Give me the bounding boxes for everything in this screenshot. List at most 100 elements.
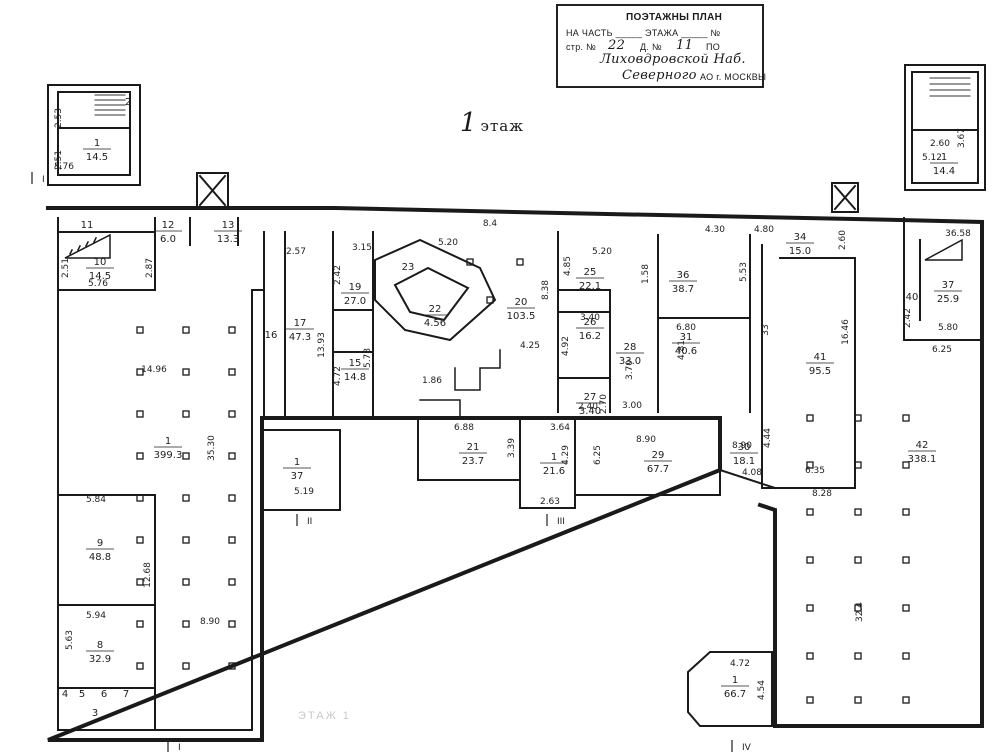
structural-column <box>466 258 474 266</box>
elevator-east <box>831 182 859 213</box>
room-label: 5 <box>79 689 85 700</box>
room-number: 9 <box>97 538 103 549</box>
dimension-label: 4.80 <box>754 225 774 235</box>
room-area: 103.5 <box>507 311 536 322</box>
structural-column <box>854 508 862 516</box>
dimension-label: 6.88 <box>454 423 474 433</box>
room-number: 1 <box>94 138 100 149</box>
room-label: 2 <box>125 97 131 108</box>
room-number: 5 <box>79 689 85 700</box>
dimension-label: 5.12 <box>922 153 942 163</box>
room-label: 273.40 <box>576 392 604 417</box>
dimension-label: 4.29 <box>561 445 571 465</box>
room-area: 4.56 <box>424 318 446 329</box>
dimension-label: 4.92 <box>561 336 571 356</box>
structural-column <box>182 410 190 418</box>
room-area: 14.5 <box>86 152 108 163</box>
structural-column <box>182 662 190 670</box>
stamp-house-label: Д. № <box>640 42 662 52</box>
dimension-label: 2.60 <box>930 139 950 149</box>
structural-column <box>854 652 862 660</box>
section-mark-label: I <box>42 175 45 185</box>
dimension-label: 35.30 <box>207 435 217 461</box>
room-area: 66.7 <box>724 689 746 700</box>
dimension-label: 5.20 <box>438 238 458 248</box>
dimension-label: 6.80 <box>676 323 696 333</box>
room-area: 33.0 <box>619 356 641 367</box>
room-label: 948.8 <box>86 538 114 563</box>
room-area: 14.8 <box>344 372 366 383</box>
room-area: 37 <box>291 471 304 482</box>
structural-column <box>854 556 862 564</box>
structural-column <box>854 414 862 422</box>
stamp-building-no: 22 <box>608 38 626 53</box>
partitions-south <box>57 417 856 731</box>
structural-column <box>806 556 814 564</box>
room-number: 29 <box>652 450 665 461</box>
room-area: 22.1 <box>579 281 601 292</box>
dimension-label: 4.30 <box>705 225 725 235</box>
dimension-label: 8.90 <box>636 435 656 445</box>
dimension-label: 5.84 <box>86 495 106 505</box>
room-label: 3 <box>92 708 98 719</box>
room-number: 6 <box>101 689 107 700</box>
structural-column <box>182 368 190 376</box>
dimension-label: 8.28 <box>812 489 832 499</box>
room-number: 1 <box>551 452 557 463</box>
dimension-label: 2.87 <box>145 258 155 278</box>
dimension-label: 4.72 <box>333 366 343 386</box>
room-number: 42 <box>916 440 929 451</box>
dimension-label: 4.54 <box>757 680 767 700</box>
section-mark: III <box>546 514 565 527</box>
structural-column <box>136 620 144 628</box>
room-area: 14.4 <box>933 166 955 177</box>
dimension-label: 5.19 <box>294 487 314 497</box>
room-number: 1 <box>294 457 300 468</box>
room-area: 32.9 <box>89 654 111 665</box>
room-number: 10 <box>94 257 107 268</box>
room-label: 166.7 <box>721 675 749 700</box>
room-number: 2 <box>125 97 131 108</box>
faint-watermark: ЭТАЖ 1 <box>298 710 351 722</box>
outer-wall <box>46 206 984 742</box>
structural-column <box>228 578 236 586</box>
structural-column <box>136 368 144 376</box>
dimension-label: 3.15 <box>352 243 372 253</box>
section-mark-label: IV <box>742 743 752 753</box>
room-area: 18.1 <box>733 456 755 467</box>
room-area: 47.3 <box>289 332 311 343</box>
bti-stamp: ПОЭТАЖНЫ ПЛАН НА ЧАСТЬ _____ ЭТАЖА _____… <box>556 4 766 88</box>
room-number: 28 <box>624 342 637 353</box>
section-mark: I <box>31 172 45 185</box>
stamp-title: ПОЭТАЖНЫ ПЛАН <box>626 12 723 23</box>
dimension-label: 5.78 <box>363 348 373 368</box>
dimension-label: 4.44 <box>763 428 773 448</box>
structural-column <box>228 662 236 670</box>
dimension-label: 8.4 <box>483 219 498 229</box>
structural-column <box>806 652 814 660</box>
room-area: 399.3 <box>154 450 183 461</box>
structural-column <box>228 620 236 628</box>
structural-column <box>136 410 144 418</box>
structural-column <box>902 556 910 564</box>
dimension-label: 12.68 <box>143 562 153 588</box>
dimension-label: 2.40 <box>578 402 598 412</box>
room-label: 11 <box>81 220 94 231</box>
room-area: 40.6 <box>675 346 697 357</box>
stair-tower-east <box>904 64 986 191</box>
structural-column <box>228 368 236 376</box>
structural-column <box>182 578 190 586</box>
structural-column <box>182 536 190 544</box>
room-number: 12 <box>162 220 175 231</box>
structural-column <box>182 326 190 334</box>
section-mark-label: III <box>557 517 565 527</box>
